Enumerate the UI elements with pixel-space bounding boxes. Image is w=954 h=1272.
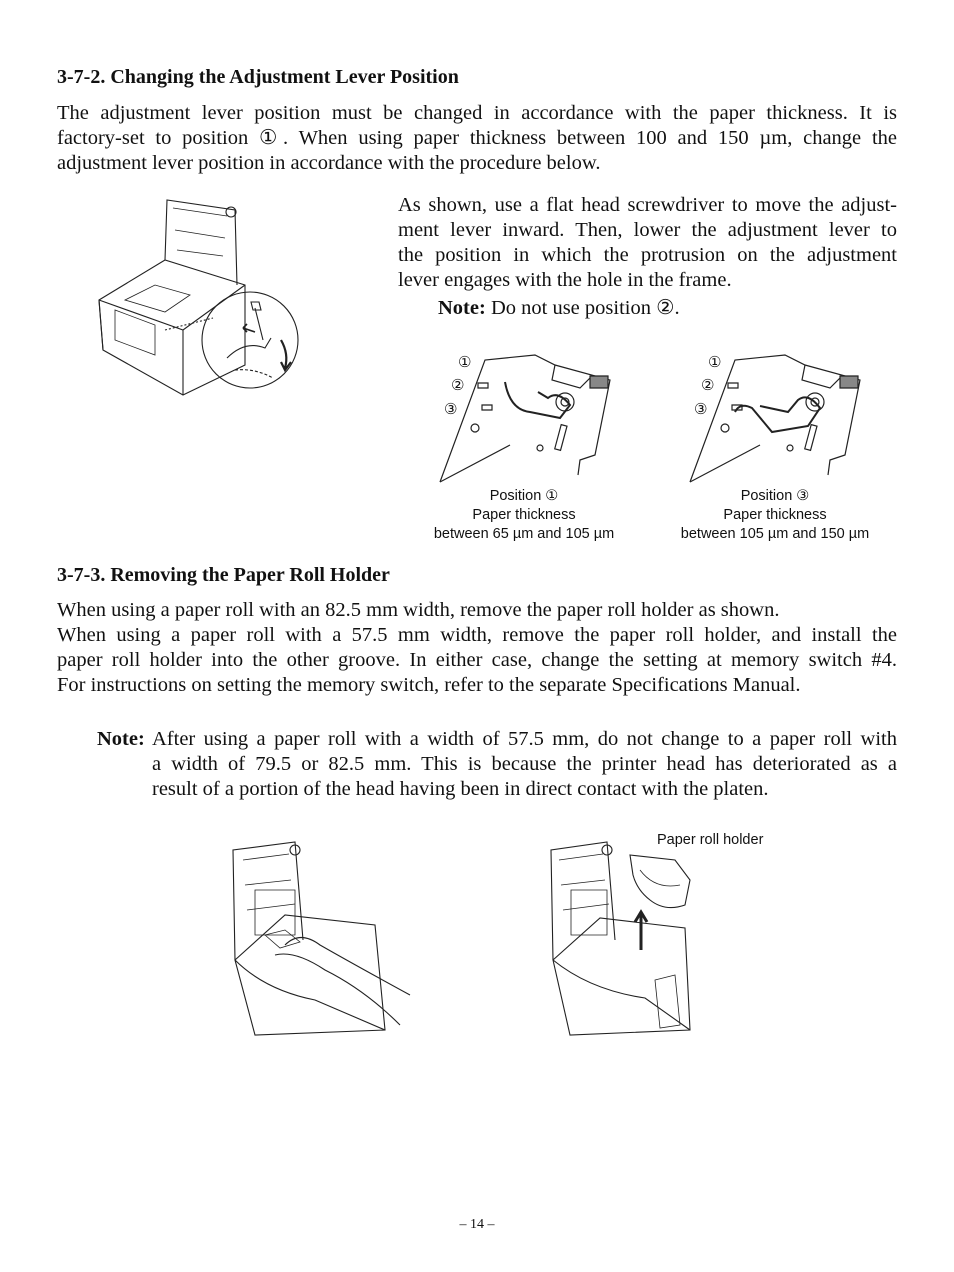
lever-frame-drawing [430,350,620,490]
printer-screwdriver-illustration [95,190,305,405]
note-label: Note: [438,297,486,319]
intro-paragraph: The adjustment lever position must be ch… [57,101,897,176]
lever-detail [227,338,271,358]
printer-body [99,260,245,395]
instruction-line: ment lever inward. Then, lower the adjus… [398,219,897,241]
zoom-circle [202,292,298,388]
position-marker: ② [701,377,715,394]
printer-cover [233,842,303,960]
note-body: a width of 79.5 or 82.5 mm. This is beca… [152,752,897,802]
arrow-up-icon [635,912,647,950]
position-marker: ③ [444,401,458,418]
lever-caption: Position ③ Paper thickness between 105 µ… [660,487,890,544]
paper-roll-holder-part [630,855,690,908]
page-number: – 14 – [459,1217,495,1232]
lever-caption: Position ① Paper thickness between 65 µm… [414,487,634,544]
instruction-line: lever engages with the hole in the frame… [398,269,732,291]
lever-note: Note: Do not use position ②. [438,296,898,321]
body-line: When using a paper roll with a 57.5 mm w… [57,624,897,646]
section-heading-paper-roll-holder: 3-7-3. Removing the Paper Roll Holder [57,564,390,586]
instruction-paragraph: As shown, use a flat head screwdriver to… [398,193,897,293]
caption-line: Paper thickness [723,507,827,523]
position-marker: ① [708,354,722,371]
screwdriver-icon [251,302,263,340]
note-line: After using a paper roll with a width of… [152,728,897,750]
instruction-line: As shown, use a flat head screwdriver to… [398,194,897,216]
body-line: paper roll holder into the other groove.… [57,649,897,671]
note-label: Note: [97,728,145,750]
arrow-left-icon [243,324,255,332]
caption-line: Position ① [489,488,559,504]
body-line: When using a paper roll with an 82.5 mm … [57,599,780,621]
printer-cover [551,842,615,960]
caption-line: between 65 µm and 105 µm [433,526,615,542]
printer-body [553,918,690,1035]
paper-roll-note: Note: After using a paper roll with a wi… [97,727,897,802]
section-heading-adjustment-lever: 3-7-2. Changing the Adjustment Lever Pos… [57,66,459,88]
paper-roll-paragraph: When using a paper roll with an 82.5 mm … [57,598,897,698]
position-marker: ② [451,377,465,394]
caption-line: Paper thickness [472,507,576,523]
printer-holder-removed-illustration [545,830,705,1035]
note-body: After using a paper roll with a width of… [152,727,897,752]
position-marker: ③ [694,401,708,418]
caption-line: Position ③ [740,488,810,504]
hand-icon [285,938,410,996]
printer-hand-illustration [225,830,415,1035]
lever-frame-drawing [680,350,870,490]
printer-body [235,915,385,1035]
note-line: a width of 79.5 or 82.5 mm. This is beca… [152,753,897,775]
body-line: For instructions on setting the memory s… [57,674,801,696]
paper-roll-holder-label: Paper roll holder [657,832,764,848]
intro-line: adjustment lever position in accordance … [57,152,601,174]
adjustment-lever [505,382,570,418]
arrow-down-icon [281,340,291,370]
instruction-line: the position in which the protrusion on … [398,244,897,266]
position-marker: ① [458,354,472,371]
printer-cover [165,200,237,285]
intro-line: The adjustment lever position must be ch… [57,102,897,124]
note-line: result of a portion of the head having b… [152,778,769,800]
note-text: Do not use position ②. [490,297,680,319]
adjustment-lever [735,397,820,432]
intro-line: factory-set to position ①. When using pa… [57,127,897,149]
caption-line: between 105 µm and 150 µm [680,526,870,542]
